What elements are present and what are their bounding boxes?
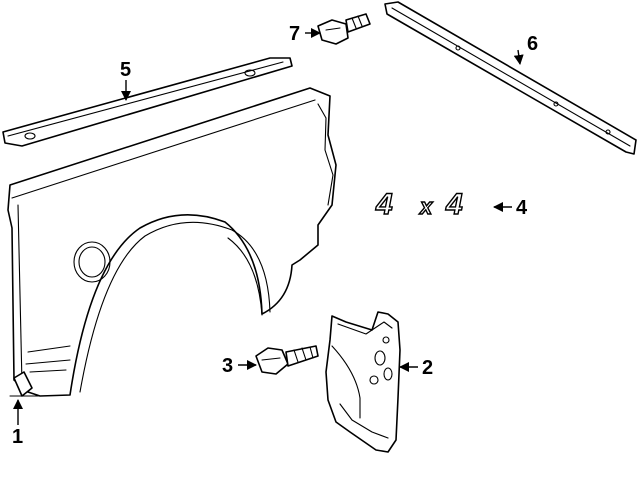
emblem-x: x xyxy=(419,194,433,219)
callout-1: 1 xyxy=(12,426,23,448)
part-1-fender[interactable] xyxy=(7,87,337,397)
part-5-bed-rail-cap[interactable] xyxy=(2,57,293,147)
callout-4: 4 xyxy=(516,197,528,219)
callout-3: 3 xyxy=(222,355,233,377)
emblem-right-digit: 4 xyxy=(445,188,463,221)
callout-5: 5 xyxy=(120,59,131,81)
callout-7: 7 xyxy=(289,23,300,45)
part-7-bolt[interactable] xyxy=(317,13,371,45)
leader-6 xyxy=(513,49,524,65)
part-4-emblem[interactable]: 4 x 4 xyxy=(374,187,464,221)
part-6-side-rail[interactable] xyxy=(384,1,637,155)
emblem-left-digit: 4 xyxy=(375,188,393,221)
part-3-screw[interactable] xyxy=(255,345,319,375)
callout-2: 2 xyxy=(422,357,433,379)
part-2-mud-flap[interactable] xyxy=(325,311,401,453)
callout-6: 6 xyxy=(527,33,538,55)
